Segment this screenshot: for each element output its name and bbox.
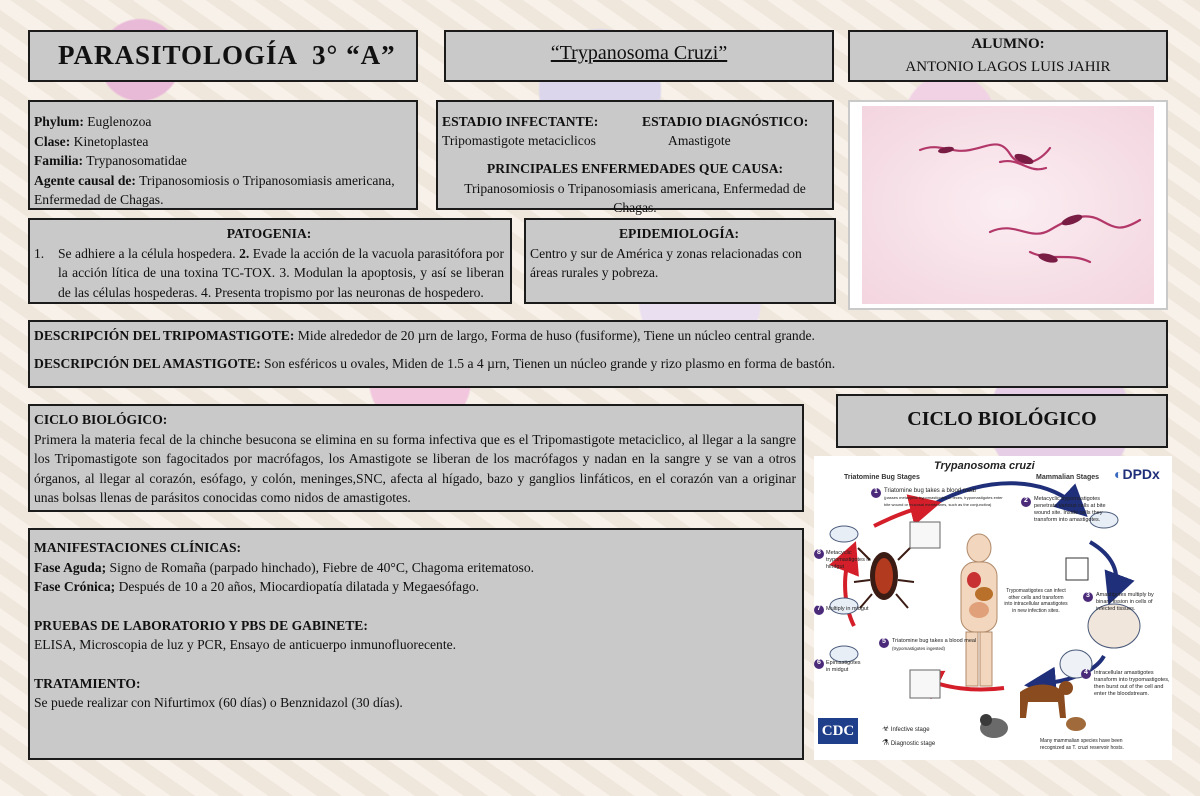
title-box: PARASITOLOGÍA 3° “A” [28, 30, 418, 82]
diseases-value: Tripanosomiosis o Tripanosomiasis americ… [464, 180, 806, 216]
ciclo-label: CICLO BIOLÓGICO: [34, 412, 168, 427]
biohazard-icon: ☣ [882, 724, 890, 733]
life-cycle-diagram: Trypanosoma cruzi ◐DPDx Triatomine Bug S… [814, 456, 1172, 760]
epidemiologia-box: EPIDEMIOLOGÍA: Centro y sur de América y… [524, 218, 836, 304]
dpdx-logo: ◐DPDx [1114, 466, 1160, 482]
badge-1: 1 [874, 488, 878, 495]
badge-8: 8 [817, 549, 821, 556]
familia-value: Trypanosomatidae [83, 153, 187, 168]
infectante-value: Tripomastigote metaciclicos [442, 133, 596, 148]
patogenia-number-2: 2. [239, 245, 250, 261]
cronica-text: Después de 10 a 20 años, Miocardiopatía … [115, 579, 480, 594]
legend-infective: ☣ Infective stage [882, 724, 930, 733]
micrograph-image [862, 106, 1154, 304]
step-1-detail: (passes metacyclic trypomastigotes in fe… [884, 495, 1003, 507]
left-heading: Triatomine Bug Stages [844, 474, 920, 481]
ama-label: DESCRIPCIÓN DEL AMASTIGOTE: [34, 355, 261, 371]
aguda-text: Signo de Romaña (parpado hinchado), Fieb… [106, 559, 535, 575]
step-5-detail: (trypomastigotes ingested) [892, 646, 946, 651]
badge-2: 2 [1024, 497, 1028, 504]
stages-box: ESTADIO INFECTANTE: Tripomastigote metac… [436, 100, 834, 215]
badge-4: 4 [1084, 669, 1088, 676]
species-title: “Trypanosoma Cruzi” [550, 42, 728, 64]
badge-6: 6 [817, 659, 821, 666]
epidemiologia-text: Centro y sur de América y zonas relacion… [530, 245, 802, 281]
step-4: Intracellular amastigotes transform into… [1094, 670, 1170, 697]
step-3: Amastigotes multiply by binary fission i… [1096, 592, 1154, 612]
step-5-title: Triatomine bug takes a blood meal [892, 638, 977, 644]
diseases-label: PRINCIPALES ENFERMEDADES QUE CAUSA: [486, 161, 784, 176]
aguda-label: Fase Aguda; [34, 559, 107, 575]
diagnostico-value: Amastigote [668, 133, 731, 148]
clase-value: Kinetoplastea [70, 133, 149, 149]
main-title: PARASITOLOGÍA 3° “A” [58, 40, 396, 70]
species-box: “Trypanosoma Cruzi” [444, 30, 834, 82]
ciclo-heading-box: CICLO BIOLÓGICO [836, 394, 1168, 448]
student-label: ALUMNO: [971, 36, 1045, 52]
reservoir-note: Many mammalian species have been recogni… [1040, 738, 1124, 751]
right-heading: Mammalian Stages [1036, 474, 1100, 481]
ciclo-box: CICLO BIOLÓGICO: Primera la materia feca… [28, 404, 804, 512]
ciclo-text: Primera la materia fecal de la chinche b… [34, 431, 796, 506]
cdc-logo: CDC [818, 718, 858, 744]
center-note: Trypomastigotes can infect other cells a… [1004, 588, 1068, 614]
trat-label: TRATAMIENTO: [34, 675, 141, 691]
patogenia-text-b: Evade la acción de la vacuola parasitófo… [58, 245, 505, 300]
trat-text: Se puede realizar con Nifurtimox (60 día… [34, 695, 403, 710]
reservoir-animals-icon [980, 681, 1086, 738]
agente-value: Tripanosomiosis o Tripanosomiasis americ… [34, 172, 395, 208]
human-figure-icon [960, 533, 998, 687]
pruebas-label: PRUEBAS DE LABORATORIO Y PBS DE GABINETE… [34, 617, 368, 633]
description-box: DESCRIPCIÓN DEL TRIPOMASTIGOTE: Mide alr… [28, 320, 1168, 388]
step-2: Metacyclic trypomastigotes penetrate var… [1034, 496, 1106, 523]
cdc-logo-text: CDC [821, 723, 855, 739]
step-7: Multiply in midgut [826, 606, 869, 612]
clinical-box: MANIFESTACIONES CLÍNICAS: Fase Aguda; Si… [28, 528, 804, 760]
badge-7: 7 [817, 605, 821, 612]
student-box: ALUMNO: ANTONIO LAGOS LUIS JAHIR [848, 30, 1168, 82]
step-5: Triatomine bug takes a blood meal (trypo… [892, 638, 982, 653]
tripo-text: Mide alrededor de 20 µrn de largo, Forma… [294, 328, 815, 343]
manif-label: MANIFESTACIONES CLÍNICAS: [34, 540, 242, 555]
diagram-title: Trypanosoma cruzi [934, 460, 1035, 472]
phylum-label: Phylum: [34, 114, 84, 129]
step-1: Triatomine bug takes a blood meal (passe… [884, 488, 1004, 509]
patogenia-title: PATOGENIA: [226, 226, 312, 241]
taxonomy-box: Phylum: Euglenozoa Clase: Kinetoplastea … [28, 100, 418, 210]
ama-text: Son esféricos u ovales, Miden de 1.5 a 4… [260, 355, 836, 371]
trypanosome-micrograph [848, 100, 1168, 310]
familia-label: Familia: [34, 153, 84, 168]
patogenia-box: PATOGENIA: 1. Se adhiere a la célula hos… [28, 218, 512, 304]
legend-infective-label: Infective stage [890, 727, 930, 733]
diagnostico-label: ESTADIO DIAGNÓSTICO: [642, 114, 809, 129]
phylum-value: Euglenozoa [83, 114, 152, 129]
pruebas-text: ELISA, Microscopia de luz y PCR, Ensayo … [34, 637, 457, 652]
tripo-label: DESCRIPCIÓN DEL TRIPOMASTIGOTE: [34, 328, 295, 343]
step-6: Epimastigotes in midgut [826, 660, 861, 673]
step-1-title: Triatomine bug takes a blood meal [884, 488, 976, 494]
patogenia-text-a: Se adhiere a la célula hospedera. [58, 245, 240, 261]
patogenia-number: 1. [34, 245, 45, 261]
dpdx-logo-text: DPDx [1122, 466, 1160, 482]
infectante-label: ESTADIO INFECTANTE: [442, 114, 599, 129]
clase-label: Clase: [34, 133, 71, 149]
agente-label: Agente causal de: [34, 172, 136, 188]
microscope-icon: ⚗ [882, 738, 890, 747]
badge-3: 3 [1086, 592, 1090, 599]
cronica-label: Fase Crónica; [34, 579, 116, 594]
epidemiologia-title: EPIDEMIOLOGÍA: [618, 226, 740, 241]
ciclo-heading: CICLO BIOLÓGICO [907, 408, 1097, 430]
life-cycle-svg [814, 481, 1141, 738]
legend-diagnostic: ⚗ Diagnostic stage [882, 738, 935, 747]
step-8: Metacyclic trypomastigotes in hindgut [826, 550, 871, 570]
triatomine-bug-icon [853, 547, 915, 609]
student-name: ANTONIO LAGOS LUIS JAHIR [905, 59, 1111, 75]
badge-5: 5 [882, 638, 886, 645]
legend-diagnostic-label: Diagnostic stage [890, 741, 936, 747]
